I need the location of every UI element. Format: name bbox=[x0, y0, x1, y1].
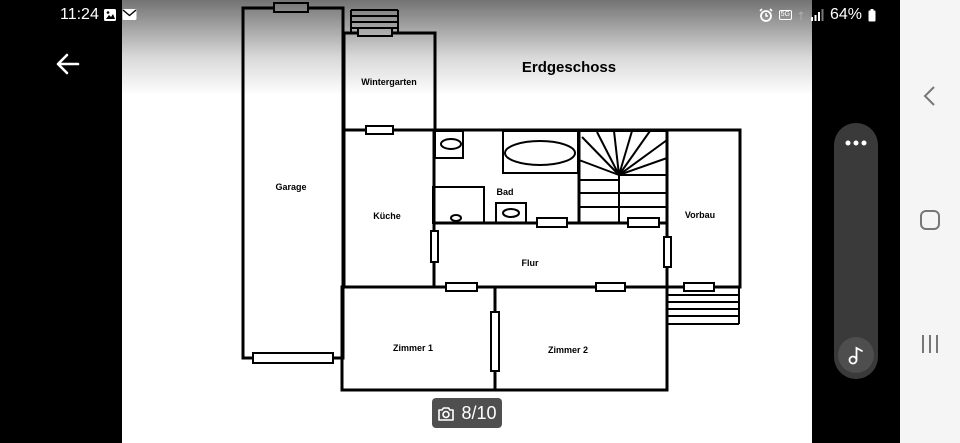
alarm-icon bbox=[759, 8, 773, 22]
status-time: 11:24 bbox=[60, 6, 99, 23]
battery-icon bbox=[868, 8, 876, 21]
more-dots-icon[interactable] bbox=[843, 137, 869, 149]
signal-icon bbox=[810, 9, 824, 21]
navigation-bar bbox=[900, 0, 960, 443]
wifi-icon bbox=[798, 11, 804, 20]
recents-icon bbox=[922, 335, 938, 353]
music-button[interactable] bbox=[838, 337, 874, 373]
room-label-zimmer2: Zimmer 2 bbox=[548, 345, 588, 355]
image-viewer[interactable]: Erdgeschoss Wintergarten Garage Küche Ba… bbox=[122, 0, 812, 443]
nav-back-button[interactable] bbox=[916, 82, 944, 110]
nav-home-button[interactable] bbox=[916, 206, 944, 234]
room-label-kueche: Küche bbox=[373, 211, 401, 221]
home-square-icon bbox=[920, 210, 940, 230]
floorplan-title: Erdgeschoss bbox=[522, 59, 616, 76]
room-label-vorbau: Vorbau bbox=[685, 210, 715, 220]
room-label-flur: Flur bbox=[522, 258, 539, 268]
network-badge: 5G bbox=[778, 10, 792, 20]
room-label-zimmer1: Zimmer 1 bbox=[393, 343, 433, 353]
room-label-bad: Bad bbox=[496, 187, 513, 197]
floating-side-panel[interactable] bbox=[834, 123, 878, 379]
floorplan-image: Erdgeschoss Wintergarten Garage Küche Ba… bbox=[241, 2, 742, 392]
room-label-wintergarten: Wintergarten bbox=[361, 77, 416, 87]
back-button[interactable] bbox=[50, 48, 86, 80]
status-notification-icons bbox=[103, 8, 137, 22]
nav-recents-button[interactable] bbox=[916, 330, 944, 358]
music-note-icon bbox=[848, 346, 863, 365]
chevron-left-icon bbox=[923, 86, 935, 106]
mail-icon bbox=[122, 9, 137, 20]
image-counter-text: 8/10 bbox=[461, 402, 497, 423]
lower-rooms-outline bbox=[340, 285, 669, 392]
status-system-icons: 5G 64% bbox=[759, 6, 876, 24]
image-counter: 8/10 bbox=[432, 398, 502, 428]
battery-percent: 64% bbox=[829, 6, 862, 23]
house-upper-outline bbox=[342, 128, 742, 289]
camera-icon bbox=[438, 406, 455, 421]
room-label-garage: Garage bbox=[275, 182, 306, 192]
arrow-left-icon bbox=[56, 53, 80, 75]
status-bar: 11:24 5G 64% bbox=[0, 0, 900, 30]
image-icon bbox=[104, 9, 116, 21]
